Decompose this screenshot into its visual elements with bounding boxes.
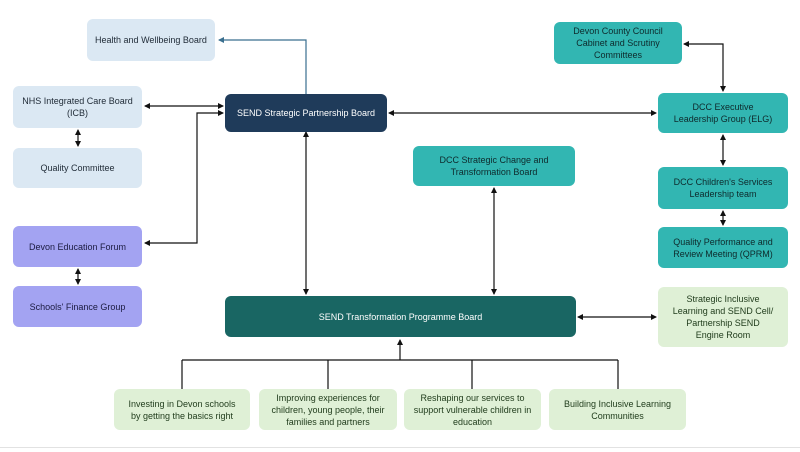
workstream-building: Building Inclusive Learning Communities — [549, 389, 686, 430]
dcc-childrens-services-node: DCC Children's Services Leadership team — [658, 167, 788, 209]
send-transformation-programme-board: SEND Transformation Programme Board — [225, 296, 576, 337]
schools-finance-group-node: Schools' Finance Group — [13, 286, 142, 327]
workstream-reshaping: Reshaping our services to support vulner… — [404, 389, 541, 430]
arrow-strategic-to-health — [218, 37, 307, 94]
workstream-investing: Investing in Devon schools by getting th… — [114, 389, 250, 430]
send-strategic-partnership-board: SEND Strategic Partnership Board — [225, 94, 387, 132]
health-wellbeing-board: Health and Wellbeing Board — [87, 19, 215, 61]
dcc-strategic-change-node: DCC Strategic Change and Transformation … — [413, 146, 575, 186]
page-divider — [0, 447, 800, 448]
devon-education-forum-node: Devon Education Forum — [13, 226, 142, 267]
dcc-cabinet-scrutiny-node: Devon County Council Cabinet and Scrutin… — [554, 22, 682, 64]
dcc-elg-node: DCC Executive Leadership Group (ELG) — [658, 93, 788, 133]
nhs-icb-node: NHS Integrated Care Board (ICB) — [13, 86, 142, 128]
arrow-forum-strategic — [144, 110, 224, 246]
quality-committee-node: Quality Committee — [13, 148, 142, 188]
arrow-cabinet-elg — [683, 41, 726, 92]
strategic-inclusive-learning-node: Strategic Inclusive Learning and SEND Ce… — [658, 287, 788, 347]
qprm-node: Quality Performance and Review Meeting (… — [658, 227, 788, 268]
workstream-improving: Improving experiences for children, youn… — [259, 389, 397, 430]
